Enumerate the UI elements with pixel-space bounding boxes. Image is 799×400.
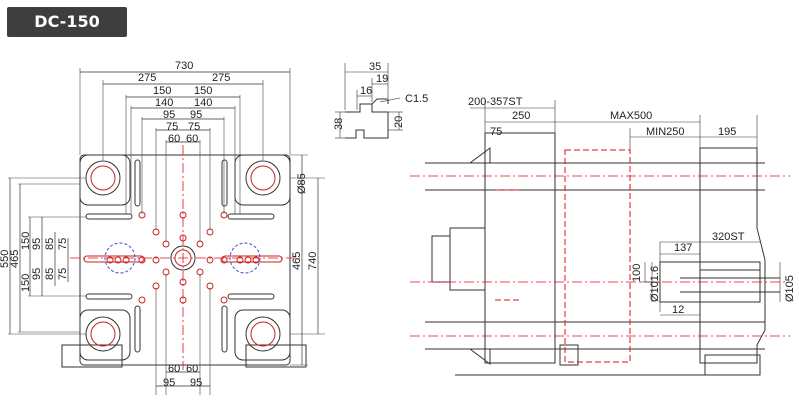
dim-left-75-top: 75 [57, 238, 69, 250]
dim-left-150-top: 150 [20, 232, 32, 250]
dim-top-150-right: 150 [194, 85, 212, 97]
side-dim-min250: MIN250 [646, 126, 685, 138]
dim-left-95-bottom: 95 [31, 268, 43, 280]
platen-dimension-lines [9, 71, 319, 387]
dim-top-275-left: 275 [138, 72, 156, 84]
tie-bar-hole-tr [245, 160, 281, 196]
tie-bar-hole-br [245, 316, 281, 352]
moving-platen-limits [495, 149, 631, 363]
machine-frame [455, 344, 761, 376]
rear-platen [699, 147, 766, 364]
t-slot-detail [335, 63, 403, 139]
tie-bars [425, 162, 765, 350]
side-dim-320st: 320ST [712, 231, 745, 243]
detail-dim-20: 20 [393, 116, 405, 128]
tie-bar-boss-tr [234, 154, 291, 206]
platen-extension-lines [8, 68, 325, 395]
detail-dim-16: 16 [360, 85, 372, 97]
dim-top-95-left: 95 [163, 109, 175, 121]
side-dim-100: 100 [631, 264, 643, 282]
side-dim-stroke-range: 200-357ST [468, 96, 523, 108]
dim-top-60-left: 60 [168, 133, 180, 145]
t-slot-chamfer [371, 98, 389, 105]
dim-top-150-left: 150 [153, 85, 171, 97]
dim-left-95-top: 95 [31, 238, 43, 250]
dim-top-140-left: 140 [155, 97, 173, 109]
side-dimension-lines [470, 100, 781, 316]
dim-top-140-right: 140 [194, 97, 212, 109]
model-title: DC-150 [34, 12, 100, 31]
dim-right-dia-85: Ø85 [296, 173, 308, 194]
dim-bottom-95-right: 95 [190, 377, 202, 389]
detail-dim-19: 19 [376, 73, 388, 85]
model-badge: DC-150 [7, 7, 127, 37]
side-dim-75: 75 [490, 126, 502, 138]
t-slot-labels: 35 19 16 C1.5 38 20 [333, 61, 428, 130]
dim-bottom-95-left: 95 [163, 377, 175, 389]
side-view [410, 100, 790, 376]
detail-dim-38: 38 [333, 118, 345, 130]
dim-left-85-top: 85 [44, 238, 56, 250]
dim-top-730: 730 [175, 60, 193, 72]
detail-dim-35: 35 [369, 61, 381, 73]
detail-dim-c15: C1.5 [405, 93, 428, 105]
side-dim-137: 137 [674, 242, 692, 254]
dim-left-150-bottom: 150 [20, 274, 32, 292]
t-slots [83, 159, 283, 353]
dim-top-95-right: 95 [190, 109, 202, 121]
tie-bar-hole-bl [85, 316, 121, 352]
platen-centerlines [70, 145, 300, 370]
t-slot-profile [345, 103, 389, 139]
dim-right-740: 740 [307, 252, 319, 270]
dim-left-75-bottom: 75 [57, 268, 69, 280]
platen-foot-right [245, 344, 307, 368]
platen-foot-left [61, 344, 123, 368]
side-dim-195: 195 [718, 126, 736, 138]
tie-bar-boss-br [234, 309, 291, 361]
platen-outline [79, 154, 291, 366]
side-dim-12: 12 [672, 304, 684, 316]
side-dim-max500: MAX500 [610, 110, 652, 122]
tie-bar-hole-tl [85, 160, 121, 196]
dim-left-550: 550 [0, 250, 11, 268]
nozzle-block [431, 227, 486, 291]
fixed-platen-flange-top [469, 147, 491, 164]
tie-bar-boss-bl [79, 309, 131, 361]
dim-bottom-60-left: 60 [168, 363, 180, 375]
dim-top-75-left: 75 [166, 121, 178, 133]
dim-top-60-right: 60 [186, 133, 198, 145]
dim-top-275-right: 275 [212, 72, 230, 84]
tie-bar-boss-tl [79, 154, 131, 206]
dim-left-465: 465 [9, 250, 21, 268]
side-labels: 200-357ST 250 MAX500 75 MIN250 195 320ST… [468, 96, 796, 316]
platen-view [8, 68, 325, 395]
fixed-platen [484, 132, 556, 364]
side-dim-dia-101-6: Ø101.6 [649, 266, 661, 302]
dim-left-85-bottom: 85 [44, 268, 56, 280]
platen-labels: 730 275 275 150 150 140 140 95 95 75 75 … [0, 60, 319, 389]
side-dim-250: 250 [512, 110, 530, 122]
side-dim-dia-105: Ø105 [784, 275, 796, 302]
dim-bottom-60-right: 60 [186, 363, 198, 375]
dim-right-465: 465 [291, 252, 303, 270]
dim-top-75-right: 75 [188, 121, 200, 133]
fixed-platen-flange-bottom [469, 348, 491, 365]
